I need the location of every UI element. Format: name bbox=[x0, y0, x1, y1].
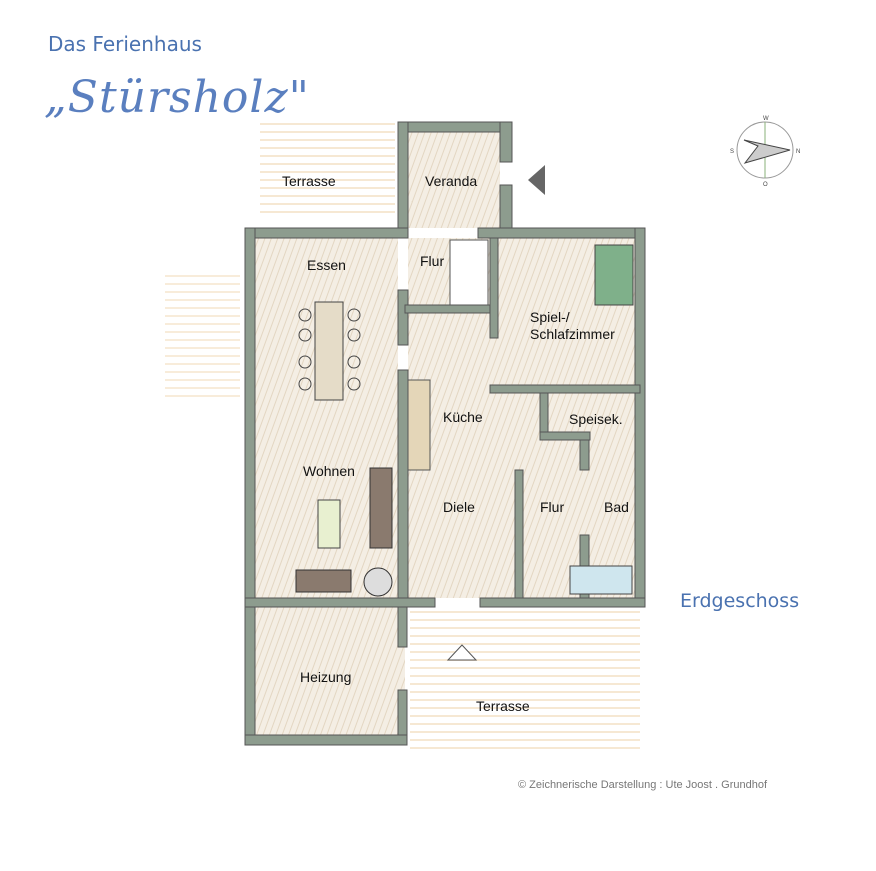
label-bad: Bad bbox=[604, 499, 629, 515]
label-terrasse-top: Terrasse bbox=[282, 173, 336, 189]
label-spiel-1: Spiel-/ bbox=[530, 309, 570, 325]
stairs bbox=[449, 239, 489, 306]
bed bbox=[594, 244, 634, 306]
terrace-left-area bbox=[165, 270, 240, 400]
floor-name: Erdgeschoss bbox=[680, 590, 800, 612]
house-name: „Stürsholz" bbox=[44, 72, 310, 123]
label-kueche: Küche bbox=[443, 409, 483, 425]
dining-table bbox=[298, 301, 361, 401]
stove bbox=[363, 567, 393, 597]
terrace-top-area bbox=[260, 120, 395, 215]
sofa-right bbox=[369, 467, 393, 549]
compass-s: S bbox=[730, 149, 734, 155]
compass-needle-icon bbox=[743, 139, 791, 164]
label-diele: Diele bbox=[443, 499, 475, 515]
bathtub bbox=[569, 565, 633, 595]
credit: © Zeichnerische Darstellung : Ute Joost … bbox=[518, 779, 767, 791]
label-terrasse-bottom: Terrasse bbox=[476, 698, 530, 714]
compass-o: O bbox=[763, 182, 768, 188]
label-speisek: Speisek. bbox=[569, 411, 623, 427]
label-heizung: Heizung bbox=[300, 669, 351, 685]
compass-w: W bbox=[763, 116, 769, 122]
label-flur: Flur bbox=[540, 499, 564, 515]
label-wohnen: Wohnen bbox=[303, 463, 355, 479]
terrace-bottom-area bbox=[410, 610, 640, 750]
coffee-table bbox=[317, 499, 341, 549]
kitchen-counter bbox=[407, 379, 431, 471]
sofa-bottom bbox=[295, 569, 352, 593]
title: Das Ferienhaus bbox=[48, 32, 202, 56]
door-step-arrow bbox=[446, 644, 478, 661]
entrance-arrow bbox=[528, 165, 545, 195]
compass-n: N bbox=[796, 149, 800, 155]
label-essen: Essen bbox=[307, 257, 346, 273]
label-flur-top: Flur bbox=[420, 253, 444, 269]
compass: W S N O bbox=[730, 116, 800, 188]
label-veranda: Veranda bbox=[425, 173, 477, 189]
label-spiel-2: Schlafzimmer bbox=[530, 326, 615, 342]
